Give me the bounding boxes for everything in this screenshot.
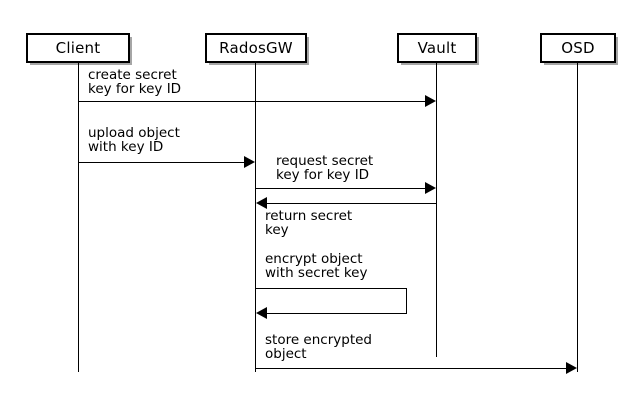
participant-label-vault: Vault <box>417 38 457 57</box>
message-label-encrypt-object: encrypt object with secret key <box>265 251 368 281</box>
message-label-store-encrypted-object: store encrypted object <box>265 332 372 362</box>
lifeline-client <box>78 62 79 372</box>
message-label-return-secret-key: return secret key <box>265 208 353 238</box>
participant-osd[interactable]: OSD <box>540 33 616 63</box>
message-arrowhead-create-secret-key <box>425 95 436 107</box>
message-line-store-encrypted-object <box>256 368 567 369</box>
lifeline-radosgw <box>255 62 256 372</box>
lifeline-osd <box>577 62 578 372</box>
message-arrowhead-upload-object <box>244 156 255 168</box>
participant-label-radosgw: RadosGW <box>219 38 293 57</box>
participant-vault[interactable]: Vault <box>397 33 477 63</box>
message-arrowhead-request-secret-key <box>425 182 436 194</box>
participant-radosgw[interactable]: RadosGW <box>205 33 307 63</box>
participant-label-osd: OSD <box>561 38 595 57</box>
message-line-request-secret-key <box>256 188 426 189</box>
message-arrowhead-store-encrypted-object <box>566 362 577 374</box>
lifeline-vault <box>436 62 437 357</box>
message-label-upload-object: upload object with key ID <box>88 125 180 155</box>
message-label-request-secret-key: request secret key for key ID <box>276 153 374 183</box>
message-line-return-secret-key <box>266 203 436 204</box>
participant-label-client: Client <box>55 38 101 57</box>
message-label-create-secret-key: create secret key for key ID <box>88 67 182 97</box>
message-line-upload-object <box>79 162 245 163</box>
participant-client[interactable]: Client <box>26 33 130 63</box>
message-line-encrypt-object-top <box>256 288 407 289</box>
message-line-create-secret-key <box>79 101 426 102</box>
message-arrowhead-return-secret-key <box>256 197 267 209</box>
message-line-encrypt-object-side <box>406 288 407 314</box>
message-arrowhead-encrypt-object <box>256 307 267 319</box>
message-line-encrypt-object-bottom <box>266 313 407 314</box>
